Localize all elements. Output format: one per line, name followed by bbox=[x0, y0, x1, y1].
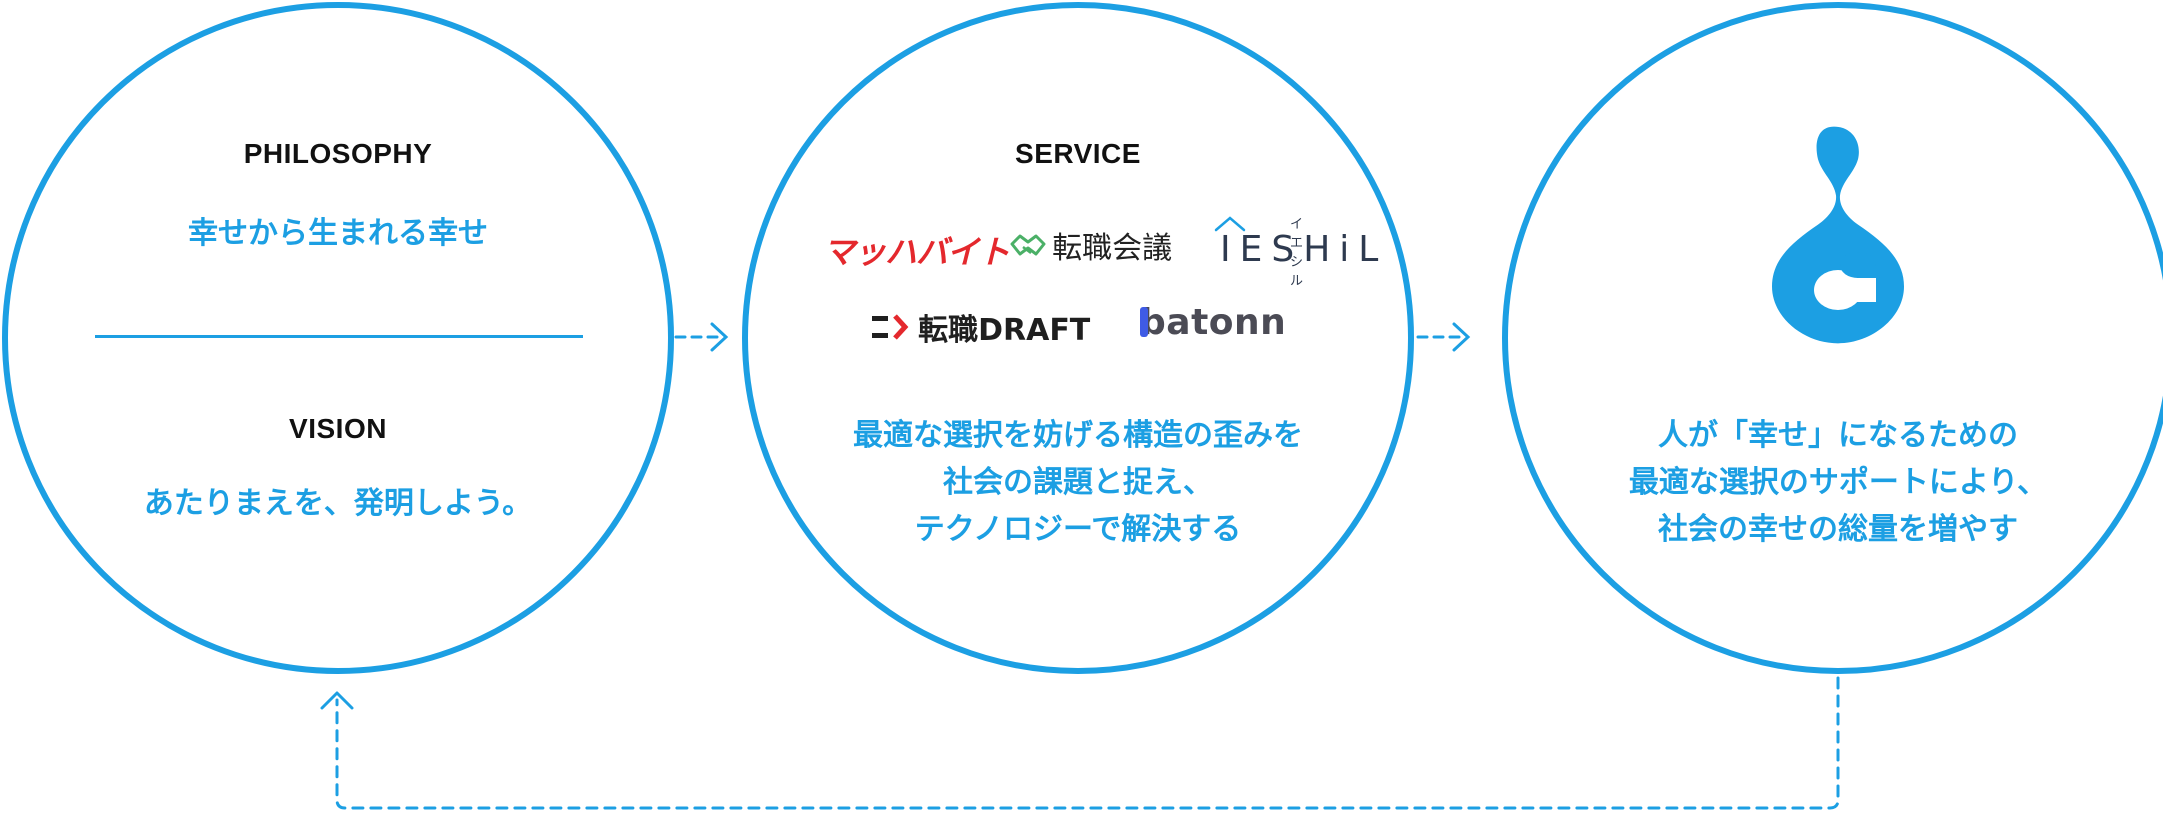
tenshoku-draft-text: 転職DRAFT bbox=[918, 313, 1091, 348]
philosophy-text: 幸せから生まれる幸せ bbox=[188, 216, 488, 251]
drop-logo-icon bbox=[1772, 126, 1904, 344]
ieshil-sub: イエシル bbox=[1290, 217, 1306, 289]
service-label: SERVICE bbox=[1015, 138, 1141, 169]
ieshil-text: IESHiL bbox=[1220, 229, 1388, 270]
handshake-icon bbox=[1010, 234, 1046, 256]
divider bbox=[95, 335, 583, 338]
circle-2-content: SERVICE マッハバイト 転職会議 イエシル IESHiL 転職DRAFT bbox=[745, 5, 1411, 671]
arrow-right-2 bbox=[1416, 322, 1471, 352]
vision-label: VISION bbox=[289, 413, 387, 444]
service-line-3: テクノロジーで解決する bbox=[914, 512, 1242, 547]
arrow-right-1 bbox=[674, 322, 729, 352]
circle-mission bbox=[1502, 2, 2163, 674]
mach-baito-logo: マッハバイト bbox=[823, 233, 1010, 271]
mission-line-1: 人が「幸せ」になるための bbox=[1658, 418, 2018, 453]
house-roof-icon bbox=[1214, 216, 1246, 232]
tenshoku-kaigi-logo: 転職会議 bbox=[1009, 223, 1172, 267]
vision-text: あたりまえを、発明しよう。 bbox=[143, 486, 533, 521]
mission-line-3: 社会の幸せの総量を増やす bbox=[1658, 512, 2018, 547]
tenshoku-kaigi-text: 転職会議 bbox=[1052, 231, 1173, 266]
circle-1-content: PHILOSOPHY 幸せから生まれる幸せ VISION あたりまえを、発明しよ… bbox=[5, 5, 671, 671]
circle-philosophy-vision bbox=[2, 2, 674, 674]
service-line-2: 社会の課題と捉え、 bbox=[943, 465, 1213, 500]
circle-service bbox=[742, 2, 1414, 674]
draft-arrow-icon bbox=[872, 314, 909, 340]
mission-line-2: 最適な選択のサポートにより、 bbox=[1628, 465, 2048, 500]
batonn-b-icon bbox=[1140, 307, 1148, 337]
service-line-1: 最適な選択を妨げる構造の歪みを bbox=[853, 418, 1303, 453]
tenshoku-draft-logo: 転職DRAFT bbox=[871, 305, 1090, 349]
arrow-return-loop bbox=[320, 676, 1840, 810]
circle-3-content: 人が「幸せ」になるための 最適な選択のサポートにより、 社会の幸せの総量を増やす bbox=[1505, 5, 2163, 671]
batonn-logo: batonn bbox=[1140, 302, 1287, 343]
philosophy-label: PHILOSOPHY bbox=[243, 138, 433, 169]
